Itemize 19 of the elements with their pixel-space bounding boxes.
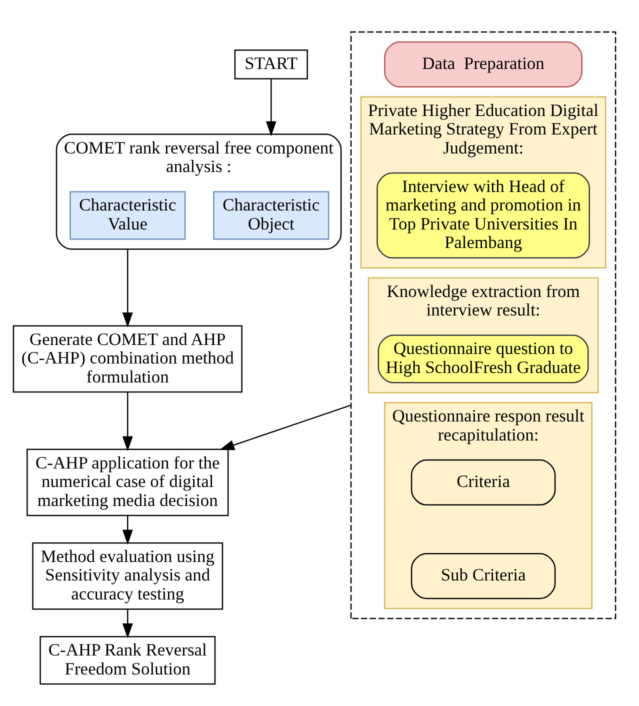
node-box: Interview with Head of marketing and promotion in Top Private Universities In Palembang: [376, 172, 590, 258]
arrow: [122, 392, 133, 452]
arrow: [219, 404, 352, 450]
node-box: Criteria: [410, 459, 556, 506]
node-box: Method evaluation using Sensitivity analysis and accuracy testing: [32, 542, 224, 610]
node-box: C-AHP application for the numerical case of digital marketing media decision: [26, 448, 229, 516]
node-box: Characteristic Value: [70, 191, 186, 240]
node-box: Characteristic Object: [213, 191, 330, 240]
node-box: Generate COMET and AHP (C-AHP) combination method formulation: [12, 325, 242, 393]
node-box: Questionnaire question to High SchoolFresh Graduate: [378, 334, 589, 384]
node-box: Sub Criteria: [410, 552, 556, 600]
arrow: [122, 609, 133, 638]
cluster: [350, 31, 616, 620]
node-box: Data Preparation: [384, 41, 582, 88]
node-box: START: [234, 49, 308, 80]
arrow: [122, 249, 133, 328]
arrow: [266, 78, 276, 136]
arrow: [122, 516, 133, 545]
node-box: C-AHP Rank Reversal Freedom Solution: [40, 636, 216, 685]
